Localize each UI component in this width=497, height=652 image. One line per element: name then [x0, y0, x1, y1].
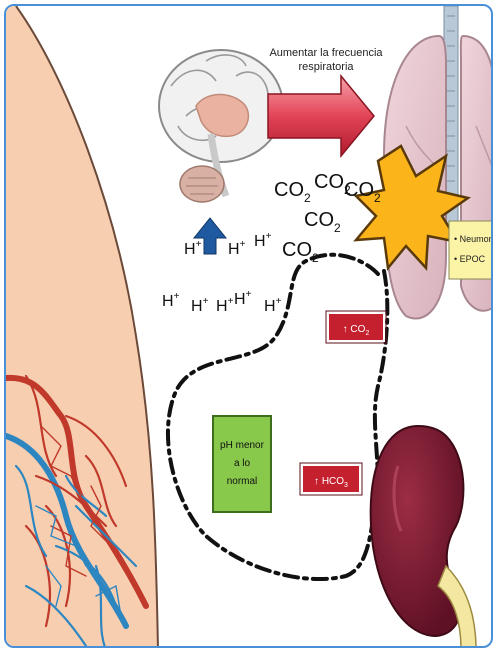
arrow-label-line2: respiratoria	[298, 61, 354, 73]
h-ion-label: H+	[184, 239, 202, 258]
brain-illustration	[159, 50, 283, 202]
co2-label: CO2	[304, 209, 341, 235]
kidney-illustration	[371, 426, 476, 648]
respiration-arrow	[268, 76, 374, 156]
ph-line3: normal	[227, 476, 258, 487]
acidosis-diagram: Aumentar la frecuencia respiratoria • Ne…	[6, 6, 493, 648]
h-ion-label: H+	[228, 239, 246, 258]
h-ion-label: H+	[216, 296, 234, 315]
cause-item-neumonia: • Neumonía	[454, 234, 493, 244]
ph-status-box: pH menor a lo normal	[213, 416, 271, 512]
hco3-increase-badge: ↑ HCO3	[300, 463, 362, 495]
co2-label: CO2	[274, 179, 311, 205]
cause-item-epoc: • EPOC	[454, 254, 486, 264]
ph-line1: pH menor	[220, 440, 265, 451]
arrow-label-line1: Aumentar la frecuencia	[269, 47, 383, 59]
hydrogen-ions: H+ H+ H+ H+ H+ H+ H+ H+	[162, 231, 282, 315]
h-ion-label: H+	[254, 231, 272, 250]
causes-box: • Neumonía • EPOC	[449, 221, 493, 279]
h-ion-label: H+	[191, 296, 209, 315]
co2-molecules: CO2 CO2 CO2 CO2 CO2	[274, 171, 381, 265]
diagram-frame: Aumentar la frecuencia respiratoria • Ne…	[4, 4, 493, 648]
h-ion-label: H+	[162, 291, 180, 310]
h-ion-label: H+	[234, 289, 252, 308]
co2-increase-badge: ↑ CO2	[326, 311, 386, 343]
ph-line2: a lo	[234, 458, 251, 469]
h-ion-label: H+	[264, 296, 282, 315]
co2-label: CO2	[282, 239, 319, 265]
